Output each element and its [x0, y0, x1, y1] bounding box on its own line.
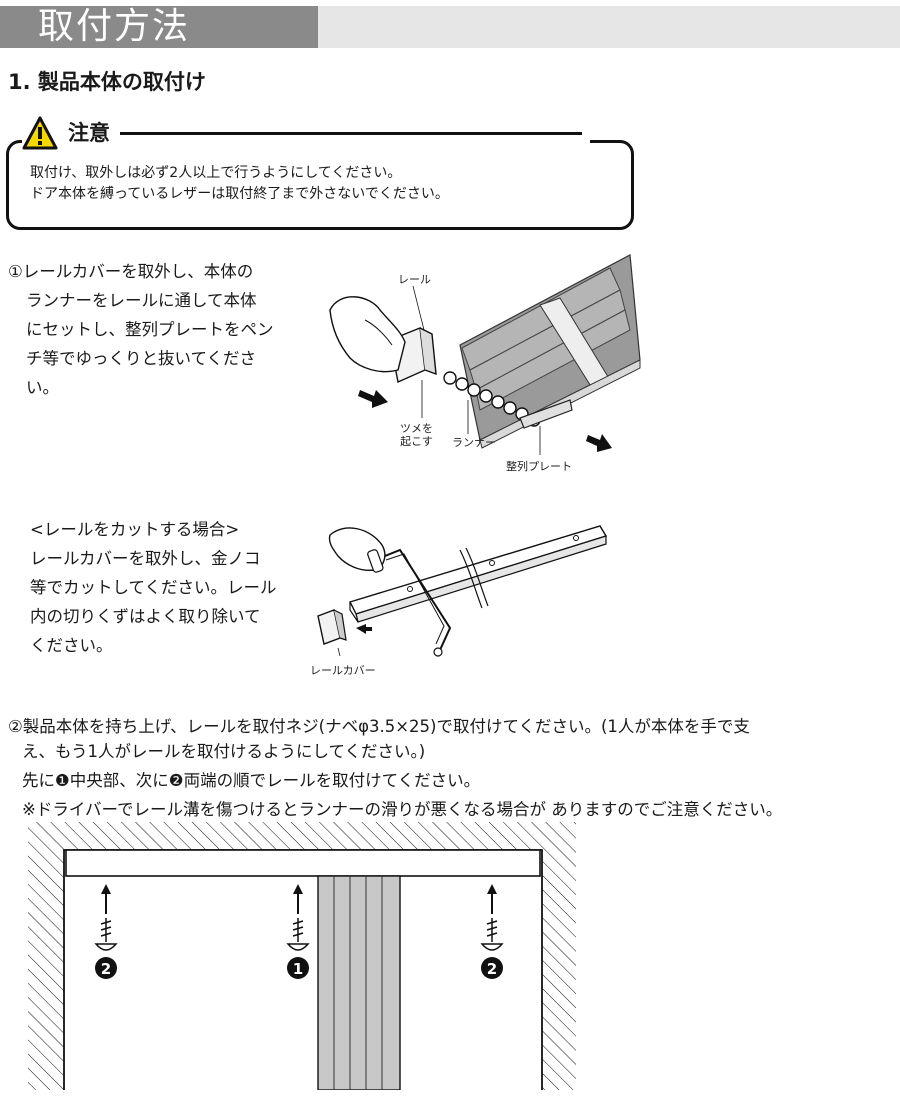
step2-line: ②製品本体を持ち上げ、レールを取付ネジ(ナベφ3.5×25)で取付けてください。…	[8, 717, 750, 736]
caution-box	[6, 140, 634, 230]
screw-left	[94, 884, 118, 951]
cut-line: <レールをカットする場合>	[30, 520, 240, 539]
step2-line: 先に❶中央部、次に❷両端の順でレールを取付けてください。	[22, 771, 481, 790]
step2-line: ※ドライバーでレール溝を傷つけるとランナーの滑りが悪くなる場合が ありますのでご…	[22, 800, 783, 819]
badge-center: 1	[287, 957, 309, 979]
caution-line: ドア本体を縛っているレザーは取付終了まで外さないでください。	[30, 186, 449, 202]
step2-line: え、もう1人がレールを取付けるようにしてください。)	[22, 742, 426, 761]
label-plate: 整列プレート	[506, 460, 572, 473]
label-tab: ツメを 起こす	[400, 422, 433, 448]
label-tab-line: 起こす	[400, 435, 433, 448]
step1-line: ①レールカバーを取外し、本体の	[8, 262, 254, 281]
step1-line: い。	[26, 378, 59, 397]
label-rail-cover: レールカバー	[310, 664, 376, 677]
cut-line: 等でカットしてください。レール	[30, 578, 277, 597]
step1-text: ①レールカバーを取外し、本体の ランナーをレールに通して本体 にセットし、整列プ…	[8, 257, 298, 402]
screw-right	[480, 884, 504, 951]
door-panel	[317, 875, 401, 1090]
badge-center-number: 1	[293, 960, 303, 978]
cut-line: 内の切りくずはよく取り除いて	[30, 607, 261, 626]
runner-insertion-figure	[329, 254, 641, 455]
cut-text: <レールをカットする場合> レールカバーを取外し、金ノコ 等でカットしてください…	[30, 515, 300, 660]
step1-line: にセットし、整列プレートをペン	[26, 320, 274, 339]
page-title: 取付方法	[38, 6, 191, 47]
ceiling-hatch	[28, 822, 576, 850]
warning-icon	[22, 116, 58, 150]
badge-left-number: 2	[101, 960, 111, 978]
header-tab	[0, 6, 318, 48]
left-wall-hatch	[28, 850, 64, 1090]
label-rail: レール	[398, 273, 431, 286]
badge-right-number: 2	[487, 960, 497, 978]
right-wall-hatch	[542, 850, 576, 1090]
caution-text: 取付け、取外しは必ず2人以上で行うようにしてください。 ドア本体を縛っているレザ…	[30, 163, 449, 205]
caution-line: 取付け、取外しは必ず2人以上で行うようにしてください。	[30, 165, 402, 181]
label-runner: ランナー	[452, 436, 496, 449]
rail	[65, 849, 541, 877]
step1-line: チ等でゆっくりと抜いてくださ	[26, 349, 257, 368]
step1-line: ランナーをレールに通して本体	[26, 291, 257, 310]
rail-cutting-figure	[317, 525, 608, 657]
cut-line: ください。	[30, 636, 113, 655]
badge-left: 2	[95, 957, 117, 979]
caution-heading: 注意	[22, 114, 590, 152]
caution-rule	[120, 131, 582, 135]
step2-text: ②製品本体を持ち上げ、レールを取付ネジ(ナベφ3.5×25)で取付けてください。…	[8, 714, 900, 822]
badge-right: 2	[481, 957, 503, 979]
section-title: 1. 製品本体の取付け	[8, 70, 206, 94]
cut-line: レールカバーを取外し、金ノコ	[30, 549, 261, 568]
screw-center	[286, 884, 310, 951]
caution-label: 注意	[68, 121, 110, 145]
label-tab-line: ツメを	[400, 422, 433, 435]
installation-diagram: 2 1 2	[28, 822, 576, 1090]
